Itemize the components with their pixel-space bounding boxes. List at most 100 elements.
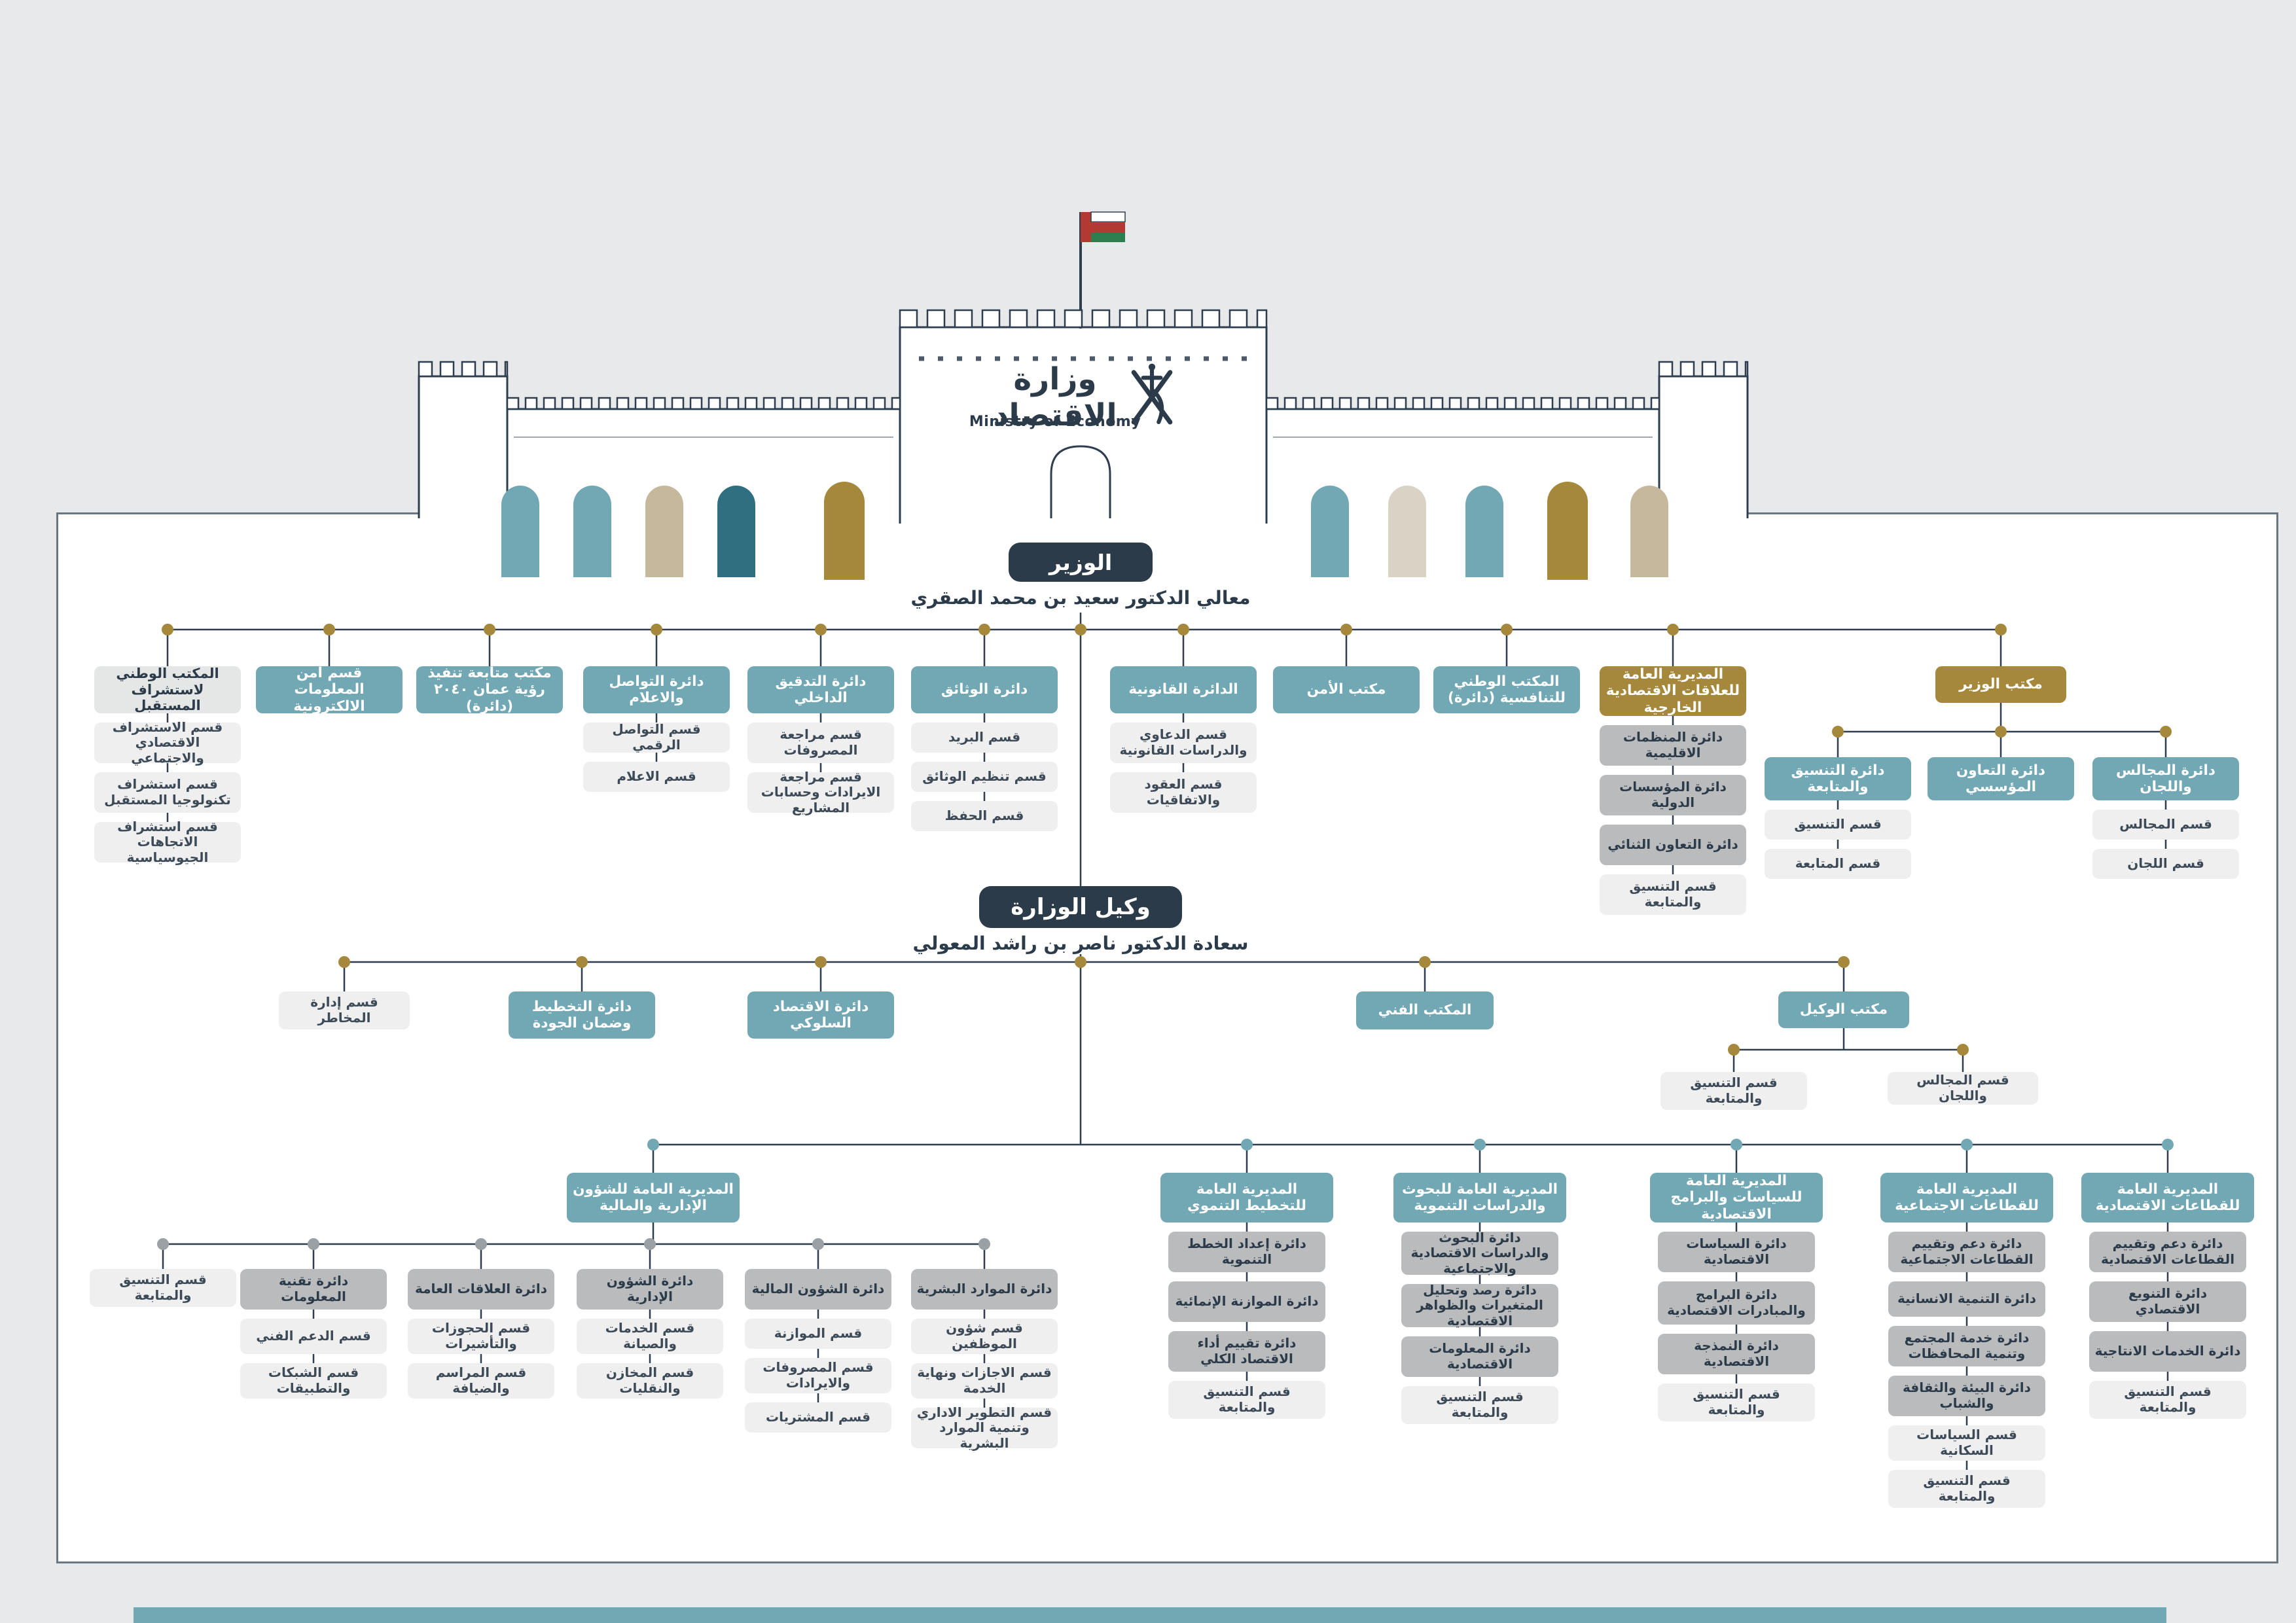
e-info-security-section: قسم أمن المعلومات الالكترونية xyxy=(256,665,403,715)
dg-social-sectors: المديرية العامة للقطاعات الاجتماعية xyxy=(1880,1173,2053,1222)
building-crenellation xyxy=(1658,361,1749,378)
dg-foreign-economic-relations-sub-2: دائرة المؤسسات الدولية xyxy=(1600,775,1746,815)
dg-admin-financial-affairs: المديرية العامة للشؤون الإدارية والمالية xyxy=(567,1173,740,1222)
building-window xyxy=(1388,486,1426,577)
documents-dept: دائرة الوثائق xyxy=(911,666,1058,713)
connector-dot xyxy=(308,1238,319,1250)
dg-economic-sectors: المديرية العامة للقطاعات الاقتصادية xyxy=(2081,1173,2254,1222)
undersecretary-name: سعادة الدكتور ناصر بن راشد المعولي xyxy=(912,933,1249,954)
connector-dot xyxy=(1340,624,1352,635)
admin-affairs-dept-sub-2: قسم المخازن والنقليات xyxy=(577,1363,723,1399)
connector-dot xyxy=(815,956,827,968)
dg-economic-policies-programs: المديرية العامة للسياسات والبرامج الاقتص… xyxy=(1650,1173,1823,1222)
connector-dot xyxy=(644,1238,656,1250)
dg-social-sectors-sub-6: قسم التنسيق والمتابعة xyxy=(1888,1470,2045,1508)
connector-dot xyxy=(1731,1139,1742,1150)
vision2040-followup-office: مكتب متابعة تنفيذ رؤية عمان ٢٠٤٠ (دائرة) xyxy=(416,665,563,715)
connector-dot xyxy=(651,624,662,635)
national-emblem-icon xyxy=(1131,363,1173,425)
connector-dot xyxy=(1838,956,1850,968)
minister-office-coordination-dept: دائرة التنسيق والمتابعة xyxy=(1765,757,1911,800)
it-dept-sub-1: قسم الدعم الفني xyxy=(240,1319,387,1354)
minister-name: معالي الدكتور سعيد بن محمد الصقري xyxy=(910,587,1251,609)
dg-development-planning: المديرية العامة للتخطيط التنموي xyxy=(1160,1173,1333,1222)
undersec-coordination-section: قسم التنسيق والمتابعة xyxy=(1660,1072,1807,1110)
minister-office-coordination-dept-sub-2: قسم المتابعة xyxy=(1765,849,1911,879)
building-window xyxy=(824,482,865,580)
dg-economic-sectors-sub-4: قسم التنسيق والمتابعة xyxy=(2089,1381,2246,1419)
building-window xyxy=(717,486,755,577)
councils-committees-dept: دائرة المجالس واللجان xyxy=(2092,757,2239,800)
connector-dot xyxy=(475,1238,487,1250)
documents-dept-sub-2: قسم تنظيم الوثائق xyxy=(911,762,1058,792)
it-dept-sub-2: قسم الشبكات والتطبيقات xyxy=(240,1363,387,1399)
building-crenellation xyxy=(1265,397,1660,410)
minister-office-coordination-dept-sub-1: قسم التنسيق xyxy=(1765,810,1911,840)
connector-dot xyxy=(1995,726,2007,738)
dg-economic-policies-programs-sub-2: دائرة البرامج والمبادرات الاقتصادية xyxy=(1658,1281,1815,1325)
hr-dept-sub-1: قسم شؤون الموظفين xyxy=(911,1319,1058,1354)
dg-foreign-economic-relations-sub-4: قسم التنسيق والمتابعة xyxy=(1600,874,1746,915)
public-relations-dept-sub-1: قسم الحجوزات والتأشيرات xyxy=(408,1319,554,1354)
ministry-logo-english: Ministry of Economy xyxy=(969,414,1141,430)
dg-economic-sectors-sub-2: دائرة التنويع الاقتصادي xyxy=(2089,1281,2246,1322)
dg-research-development-studies-sub-1: دائرة البحوث والدراسات الاقتصادية والاجت… xyxy=(1401,1230,1558,1276)
future-foresight-office-sub-1: قسم الاستشراف الاقتصادي والاجتماعي xyxy=(94,719,241,766)
connector-dot xyxy=(1075,624,1086,635)
building-windows xyxy=(501,482,1668,580)
dg-research-development-studies: المديرية العامة للبحوث والدراسات التنموي… xyxy=(1393,1173,1566,1222)
dg-economic-sectors-sub-1: دائرة دعم وتقييم القطاعات الاقتصادية xyxy=(2089,1232,2246,1272)
connector-dot xyxy=(338,956,350,968)
building-crenellation xyxy=(506,397,901,410)
undersec-councils-section: قسم المجالس واللجان xyxy=(1888,1072,2038,1105)
connector-dot xyxy=(1957,1044,1969,1056)
connector-dot xyxy=(978,624,990,635)
connector-dot xyxy=(1177,624,1189,635)
connector-dot xyxy=(576,956,588,968)
hr-dept: دائرة الموارد البشرية xyxy=(911,1269,1058,1310)
connector-dot xyxy=(162,624,173,635)
minister-office: مكتب الوزير xyxy=(1935,666,2066,703)
admin-affairs-dept-sub-1: قسم الخدمات والصيانة xyxy=(577,1319,723,1354)
minister-badge: الوزير xyxy=(1009,543,1153,582)
connector-dot xyxy=(323,624,335,635)
building-window xyxy=(1465,486,1503,577)
internal-audit-dept-sub-1: قسم مراجعة المصروفات xyxy=(747,722,894,763)
financial-affairs-dept-sub-2: قسم المصروفات والايرادات xyxy=(745,1358,891,1393)
documents-dept-sub-3: قسم الحفظ xyxy=(911,801,1058,831)
legal-dept-sub-1: قسم الدعاوي والدراسات القانونية xyxy=(1110,722,1257,763)
footer-accent-bar xyxy=(134,1607,2166,1623)
dg-social-sectors-sub-1: دائرة دعم وتقييم القطاعات الاجتماعية xyxy=(1888,1232,2045,1272)
internal-audit-dept: دائرة التدقيق الداخلي xyxy=(747,666,894,713)
councils-committees-dept-sub-1: قسم المجالس xyxy=(2092,810,2239,840)
dg-development-planning-sub-3: دائرة تقييم أداء الاقتصاد الكلي xyxy=(1168,1331,1325,1372)
dg-social-sectors-sub-5: قسم السياسات السكانية xyxy=(1888,1425,2045,1461)
technical-office: المكتب الفني xyxy=(1356,991,1494,1029)
future-foresight-office: المكتب الوطني لاستشراف المستقبل xyxy=(94,666,241,713)
connector-dot xyxy=(815,624,827,635)
connector-dot xyxy=(1474,1139,1486,1150)
connector-dot xyxy=(1501,624,1513,635)
future-foresight-office-sub-2: قسم استشراف تكنولوجيا المستقبل xyxy=(94,772,241,813)
financial-affairs-dept: دائرة الشؤون المالية xyxy=(745,1269,891,1310)
it-dept: دائرة تقنية المعلومات xyxy=(240,1269,387,1310)
building-window xyxy=(1630,486,1668,577)
building-window xyxy=(501,486,539,577)
dg-foreign-economic-relations-sub-3: دائرة التعاون الثنائي xyxy=(1600,825,1746,865)
legal-dept: الدائرة القانونية xyxy=(1110,666,1257,713)
connector-dot xyxy=(647,1139,659,1150)
connector-dot xyxy=(1075,956,1086,968)
national-competitiveness-office: المكتب الوطني للتنافسية (دائرة) xyxy=(1433,666,1580,713)
building-crenellation xyxy=(899,309,1268,329)
planning-quality-dept: دائرة التخطيط وضمان الجودة xyxy=(509,991,655,1039)
dg-development-planning-sub-4: قسم التنسيق والمتابعة xyxy=(1168,1381,1325,1419)
public-relations-dept-sub-2: قسم المراسم والضيافة xyxy=(408,1363,554,1399)
financial-affairs-dept-sub-1: قسم الموازنة xyxy=(745,1319,891,1349)
security-office: مكتب الأمن xyxy=(1273,666,1420,713)
admin-coordination-section: قسم التنسيق والمتابعة xyxy=(90,1269,236,1307)
dg-development-planning-sub-1: دائرة إعداد الخطط التنموية xyxy=(1168,1232,1325,1272)
connector-dot xyxy=(812,1238,824,1250)
